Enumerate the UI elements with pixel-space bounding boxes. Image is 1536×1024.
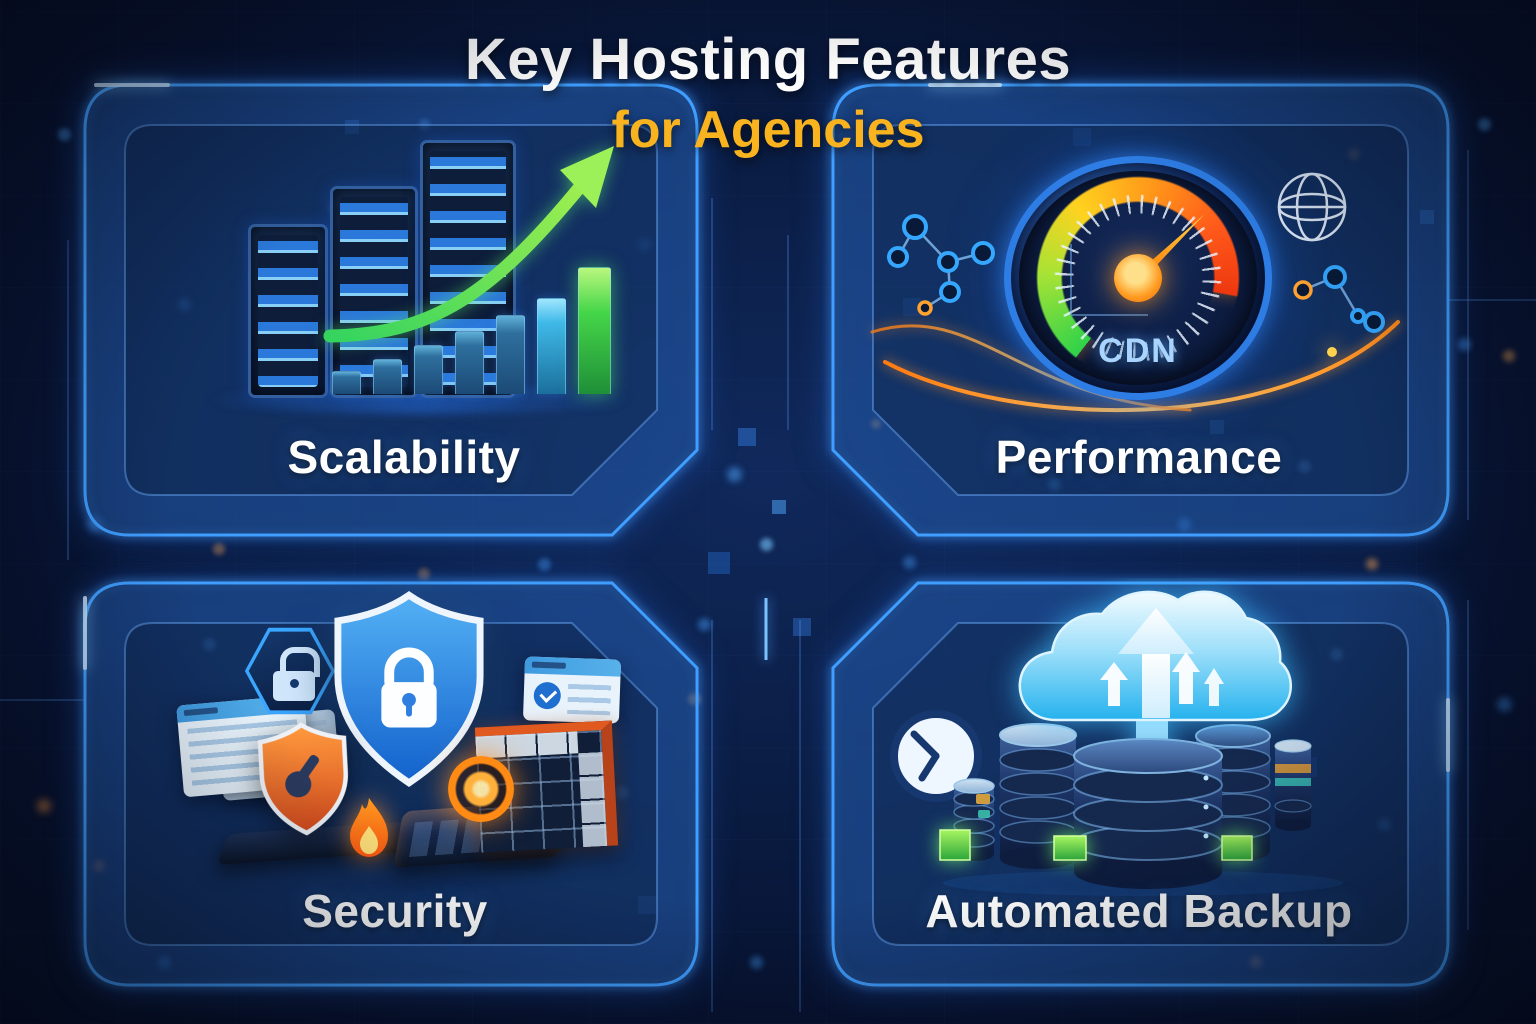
database-stack-icon [1073, 738, 1223, 889]
scalability-label: Scalability [287, 431, 521, 483]
cloud-upload-icon [1018, 590, 1292, 722]
security-label: Security [302, 885, 488, 937]
flame-icon [350, 798, 388, 857]
checkmark-icon [533, 681, 562, 710]
database-stack-icon [1274, 739, 1312, 831]
growth-arrow-icon [323, 146, 614, 343]
keyhole [290, 679, 299, 688]
text-lines [567, 683, 612, 716]
page-title: Key Hosting Features [464, 27, 1072, 92]
cdn-gauge-label: CDN [1098, 332, 1178, 370]
sync-ring-icon [448, 756, 514, 822]
padlock-body [273, 671, 315, 701]
globe-icon [1277, 172, 1347, 242]
alert-shield-icon [257, 722, 348, 836]
performance-decorations [887, 172, 1385, 333]
checklist-card-icon [522, 656, 622, 724]
network-graph-icon [1293, 265, 1385, 333]
card-header [524, 656, 622, 677]
performance-label: Performance [995, 431, 1283, 483]
network-graph-icon [887, 214, 995, 316]
automated-backup-label: Automated Backup [925, 885, 1353, 937]
cloud-upload-database-illustration [890, 590, 1343, 896]
